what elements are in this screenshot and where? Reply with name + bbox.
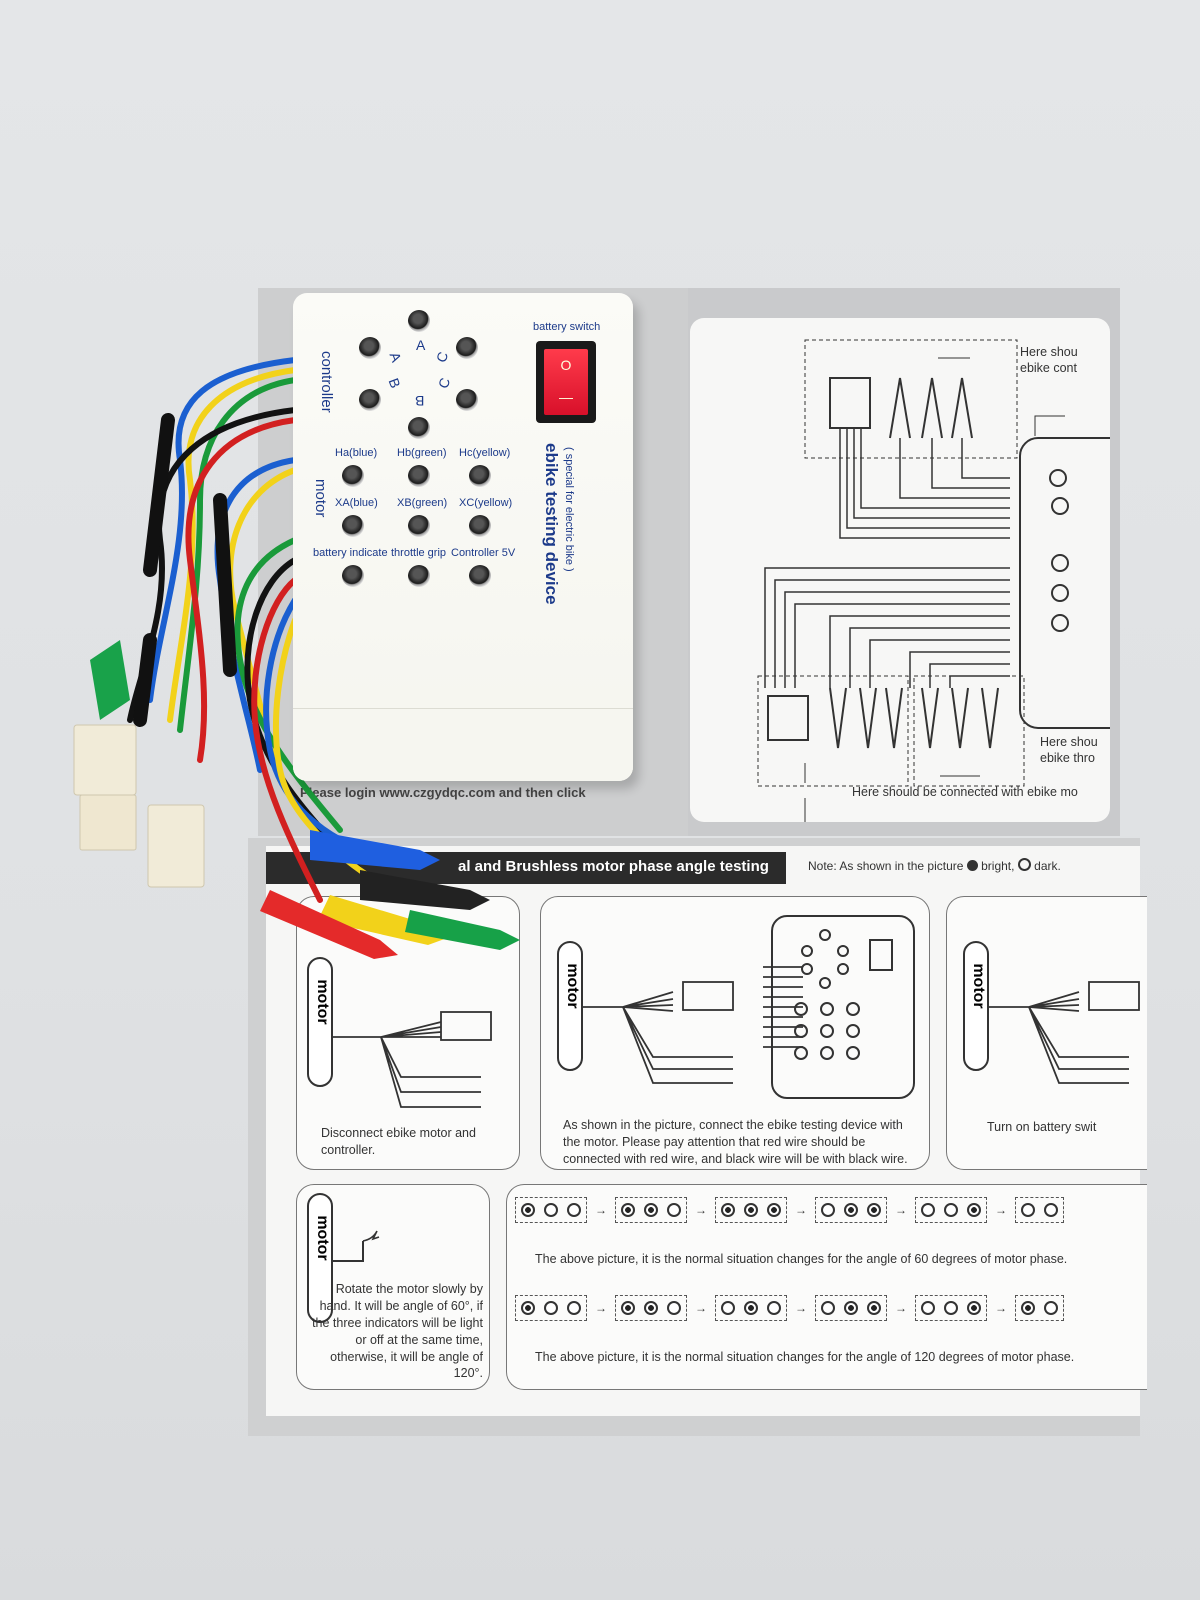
- led-controller-top: [408, 310, 430, 332]
- led-controller-top-right: [456, 337, 478, 359]
- motor-diagram: motor: [963, 941, 989, 1071]
- phase-letter-c2: C: [434, 375, 454, 391]
- led-controller-bottom-right: [456, 389, 478, 411]
- motor-diagram: motor: [307, 957, 333, 1087]
- led-controller-top-left: [359, 337, 381, 359]
- led-ha: [342, 465, 364, 487]
- led-throttle-grip: [408, 565, 430, 587]
- label-xb: XB(green): [397, 497, 448, 509]
- test-leads: [73, 357, 520, 959]
- led-xb: [408, 515, 430, 537]
- step-3-text: Turn on battery swit: [987, 1120, 1097, 1134]
- led-hc: [469, 465, 491, 487]
- diagram-label-bottom-right-1: Here shou: [1040, 735, 1098, 749]
- note-dark: dark.: [1034, 859, 1061, 873]
- ebike-testing-device: battery switch O — controller motor A A …: [293, 293, 633, 781]
- device-subtitle: ( special for electric bike ): [563, 447, 575, 572]
- motor-diagram: motor: [557, 941, 583, 1071]
- led-battery-indicate: [342, 565, 364, 587]
- led-xc: [469, 515, 491, 537]
- led-xa: [342, 515, 364, 537]
- diagram-label-bottom: Here should be connected with ebike mo: [852, 785, 1078, 799]
- label-xa: XA(blue): [335, 497, 378, 509]
- manual-note: Note: As shown in the picture bright, da…: [808, 858, 1061, 873]
- led-controller-5v: [469, 565, 491, 587]
- step-1-wires: [331, 1011, 492, 1108]
- manual-header-text: al and Brushless motor phase angle testi…: [458, 858, 769, 875]
- label-hb: Hb(green): [397, 447, 447, 459]
- phase-letter-b2: B: [415, 393, 425, 409]
- phase-letter-a2: A: [386, 349, 405, 365]
- rotate-arrow-icon: [333, 1230, 380, 1262]
- step-3-box: motor Turn on battery swit: [946, 896, 1147, 1170]
- sequence-60-degrees: → → → → →: [515, 1197, 1064, 1223]
- led-controller-bottom: [408, 417, 430, 439]
- diagram-label-top-1: Here shou: [1020, 345, 1078, 359]
- led-controller-bottom-left: [359, 389, 381, 411]
- alligator-clips: [90, 640, 520, 959]
- step-2-box: motor As shown in the picture, c: [540, 896, 930, 1170]
- device-base: [293, 708, 633, 781]
- wiring-diagram: [757, 339, 1110, 822]
- controller-label: controller: [318, 351, 335, 413]
- phase-letter-a: A: [416, 337, 426, 353]
- battery-switch[interactable]: O —: [536, 341, 596, 423]
- diagram-label-top-2: ebike cont: [1020, 361, 1077, 375]
- step-1-text: Disconnect ebike motor and controller.: [321, 1126, 476, 1157]
- step-4-text: Rotate the motor slowly by hand. It will…: [312, 1282, 483, 1381]
- label-throttle-grip: throttle grip: [391, 547, 447, 559]
- bright-dot-icon: [966, 860, 978, 871]
- device-title: ebike testing device: [542, 443, 561, 605]
- motor-label: motor: [312, 479, 329, 518]
- note-bright: bright,: [981, 859, 1015, 873]
- phase-sequence-box: → → → → → The above picture, it is the n…: [506, 1184, 1147, 1390]
- label-xc: XC(yellow): [459, 497, 513, 509]
- phase-letter-b: B: [385, 375, 404, 391]
- step-6-text: The above picture, it is the normal situ…: [535, 1350, 1075, 1364]
- phase-letter-c: C: [432, 349, 452, 365]
- step-4-box: motor Rotate the motor slowly by hand. I…: [296, 1184, 490, 1390]
- login-instruction: Please login www.czgydqc.com and then cl…: [300, 785, 586, 800]
- label-ha: Ha(blue): [335, 447, 378, 459]
- step-2-wires: [583, 966, 803, 1084]
- label-controller-5v: Controller 5V: [451, 547, 516, 559]
- sequence-120-degrees: → → → → →: [515, 1295, 1064, 1321]
- wiring-diagram-panel: Here shou ebike cont Here shou ebike thr…: [690, 318, 1110, 822]
- label-battery-indicate: battery indicate: [313, 547, 388, 559]
- led-hb: [408, 465, 430, 487]
- dark-dot-icon: [1017, 858, 1031, 871]
- step-5-text: The above picture, it is the normal situ…: [535, 1252, 1068, 1266]
- mini-device-diagram: [771, 915, 915, 1099]
- battery-switch-label: battery switch: [533, 321, 601, 333]
- motor-diagram: motor: [307, 1193, 333, 1323]
- step-3-wires: [989, 981, 1140, 1084]
- switch-off-mark: —: [559, 389, 573, 405]
- label-hc: Hc(yellow): [459, 447, 511, 459]
- switch-on-mark: O: [560, 357, 572, 373]
- step-2-text: As shown in the picture, connect the ebi…: [563, 1118, 908, 1166]
- note-text: Note: As shown in the picture: [808, 859, 964, 873]
- diagram-label-bottom-right-2: ebike thro: [1040, 751, 1095, 765]
